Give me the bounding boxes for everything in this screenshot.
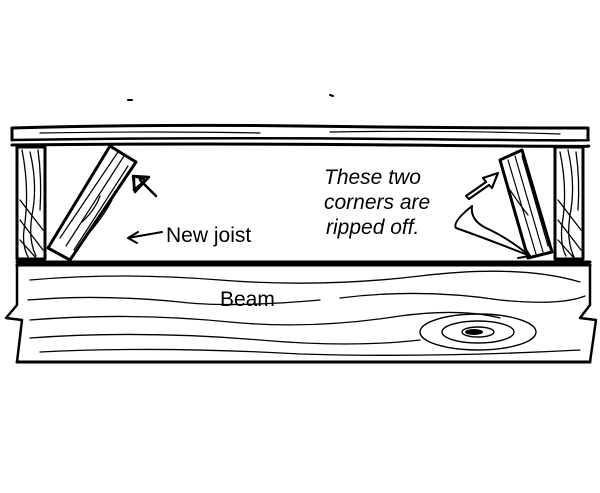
note-line-2: corners are	[324, 191, 430, 214]
beam	[4, 260, 598, 364]
ripped-corners-note: These two corners are ripped off.	[324, 166, 531, 259]
beam-knot	[419, 313, 537, 351]
right-rim-joist	[553, 145, 585, 261]
new-joist-right	[498, 148, 554, 260]
beam-label: Beam	[220, 288, 275, 311]
stray-mark	[329, 94, 334, 97]
new-joist-label: New joist	[166, 224, 251, 247]
arrow-to-bottom-corner	[454, 205, 531, 259]
note-line-1: These two	[324, 166, 421, 189]
subfloor-plank	[10, 123, 591, 148]
arrow-to-top-corner	[464, 171, 500, 201]
note-line-3: ripped off.	[326, 216, 419, 239]
new-joist-left	[46, 144, 158, 262]
left-rim-joist	[15, 145, 47, 261]
new-joist-callout: New joist	[127, 224, 251, 247]
